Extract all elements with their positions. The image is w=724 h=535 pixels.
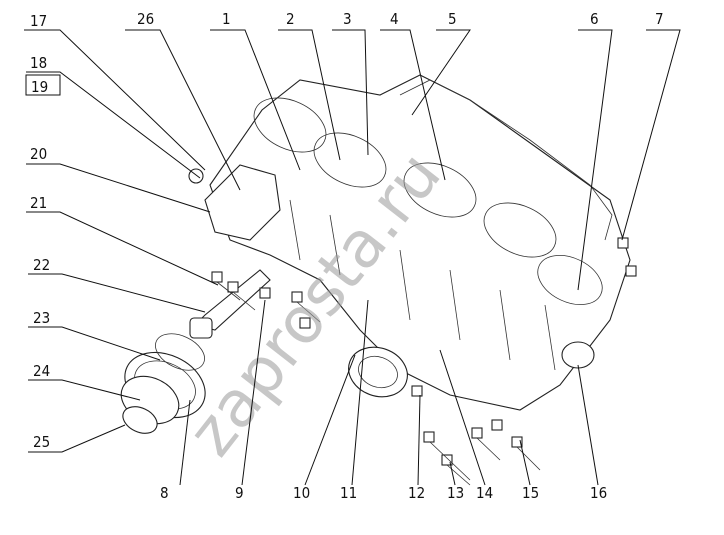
callout-label-10: 10 [293, 484, 310, 502]
bore-3 [403, 162, 477, 218]
top-gasket [399, 79, 613, 241]
callout-label-3: 3 [343, 10, 352, 28]
bolt-studs [216, 281, 541, 486]
callout-4: 4 [380, 10, 446, 181]
callout-label-1: 1 [222, 10, 231, 28]
front-seal [155, 333, 205, 371]
callout-14: 14 [439, 349, 493, 502]
callout-label-13: 13 [447, 484, 464, 502]
callout-24: 24 [28, 362, 141, 401]
callout-label-16: 16 [590, 484, 607, 502]
callout-label-15: 15 [522, 484, 539, 502]
callout-label-22: 22 [33, 256, 50, 274]
callout-label-8: 8 [160, 484, 169, 502]
callout-9: 9 [235, 299, 266, 502]
callout-label-6: 6 [590, 10, 599, 28]
callout-label-25: 25 [33, 433, 50, 451]
callout-1: 1 [210, 10, 301, 171]
callout-label-18: 18 [30, 54, 47, 72]
callout-label-14: 14 [476, 484, 493, 502]
callout-13: 13 [447, 461, 464, 502]
callout-label-23: 23 [33, 309, 50, 327]
housing-body [209, 74, 631, 411]
callout-21: 21 [26, 194, 219, 286]
bore-1 [253, 97, 327, 153]
callout-label-7: 7 [655, 10, 664, 28]
rear-boss [561, 341, 595, 369]
callout-label-11: 11 [340, 484, 357, 502]
callout-2: 2 [278, 10, 341, 161]
callout-label-21: 21 [30, 194, 47, 212]
left-bracket [204, 164, 281, 241]
callout-label-12: 12 [408, 484, 425, 502]
callout-label-20: 20 [30, 145, 47, 163]
callout-6: 6 [577, 10, 613, 291]
cylinder-bays [289, 199, 556, 371]
callout-label-17: 17 [30, 12, 47, 30]
callout-8: 8 [160, 399, 191, 502]
callout-20: 20 [26, 145, 211, 213]
callout-label-2: 2 [286, 10, 295, 28]
front-flange-inner [358, 355, 398, 389]
callout-17: 17 [24, 12, 206, 171]
callout-16: 16 [577, 364, 607, 502]
callout-label-5: 5 [448, 10, 457, 28]
bore-5 [537, 255, 603, 305]
callout-23: 23 [28, 309, 161, 361]
callout-19: 19 [25, 74, 61, 96]
callout-18: 18 [26, 54, 201, 179]
bore-2 [313, 132, 387, 188]
callout-26: 26 [125, 10, 241, 191]
callout-25: 25 [28, 424, 126, 453]
callout-22: 22 [28, 256, 206, 313]
callout-label-26: 26 [137, 10, 154, 28]
callout-15: 15 [519, 439, 539, 502]
callout-12: 12 [408, 394, 425, 502]
pulley-cap [122, 406, 158, 434]
bore-4 [483, 202, 557, 258]
callout-10: 10 [293, 354, 356, 502]
bushing [189, 317, 213, 339]
callout-label-9: 9 [235, 484, 244, 502]
callout-5: 5 [411, 10, 471, 116]
callout-label-4: 4 [390, 10, 399, 28]
callout-label-24: 24 [33, 362, 50, 380]
callout-3: 3 [332, 10, 369, 156]
callout-label-19: 19 [31, 78, 48, 96]
callout-7: 7 [621, 10, 681, 241]
callout-11: 11 [340, 299, 369, 502]
